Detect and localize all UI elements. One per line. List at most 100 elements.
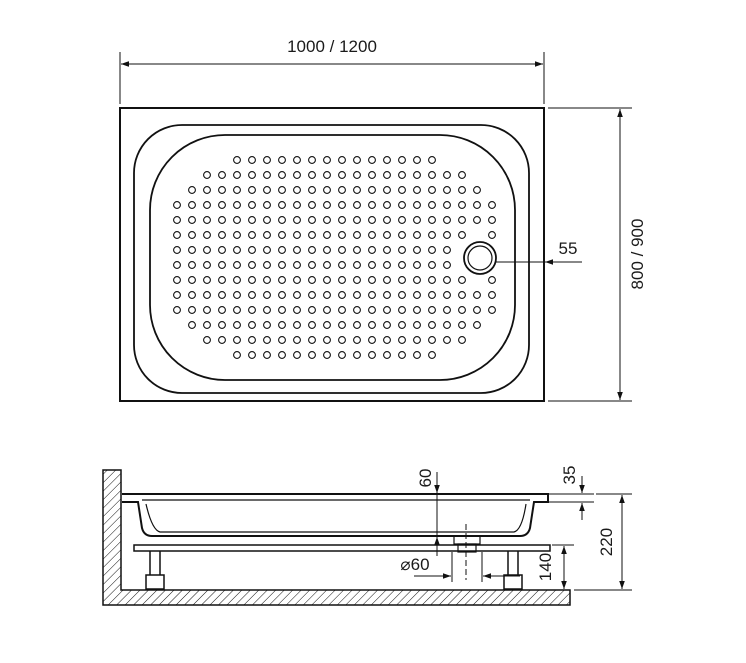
anti-slip-dot	[173, 306, 181, 314]
anti-slip-dot	[173, 246, 181, 254]
anti-slip-dot	[218, 276, 226, 284]
anti-slip-dot	[413, 171, 421, 179]
anti-slip-dot	[458, 336, 466, 344]
anti-slip-dot	[368, 261, 376, 269]
anti-slip-dot	[413, 216, 421, 224]
anti-slip-dot	[203, 261, 211, 269]
anti-slip-dot	[293, 276, 301, 284]
anti-slip-dot	[338, 291, 346, 299]
anti-slip-dot	[323, 276, 331, 284]
anti-slip-dot	[368, 186, 376, 194]
anti-slip-dot	[308, 336, 316, 344]
anti-slip-dot	[428, 216, 436, 224]
anti-slip-dot	[248, 336, 256, 344]
anti-slip-dot	[218, 216, 226, 224]
anti-slip-dot	[233, 156, 241, 164]
anti-slip-dot	[293, 351, 301, 359]
drain-offset-label: 55	[559, 239, 578, 258]
anti-slip-dot	[323, 306, 331, 314]
anti-slip-dot	[188, 201, 196, 209]
anti-slip-dot	[428, 231, 436, 239]
anti-slip-dot	[473, 201, 481, 209]
anti-slip-dot	[353, 201, 361, 209]
anti-slip-dot	[308, 246, 316, 254]
anti-slip-dot	[308, 261, 316, 269]
anti-slip-dot	[473, 321, 481, 329]
anti-slip-dot	[218, 261, 226, 269]
anti-slip-dot	[263, 231, 271, 239]
anti-slip-dot	[383, 171, 391, 179]
anti-slip-dot	[248, 201, 256, 209]
anti-slip-dot	[233, 246, 241, 254]
anti-slip-dot	[173, 276, 181, 284]
anti-slip-dot	[338, 321, 346, 329]
anti-slip-dot	[188, 306, 196, 314]
anti-slip-dot	[383, 276, 391, 284]
anti-slip-dot	[218, 186, 226, 194]
anti-slip-dot	[398, 261, 406, 269]
anti-slip-dot	[413, 246, 421, 254]
anti-slip-dot	[458, 171, 466, 179]
anti-slip-dot	[473, 186, 481, 194]
anti-slip-dot	[443, 216, 451, 224]
anti-slip-dot	[263, 201, 271, 209]
anti-slip-dot	[383, 231, 391, 239]
anti-slip-dot	[488, 231, 496, 239]
anti-slip-dot	[398, 171, 406, 179]
anti-slip-dot	[323, 201, 331, 209]
anti-slip-dot	[323, 291, 331, 299]
anti-slip-dot	[383, 201, 391, 209]
anti-slip-dot	[263, 246, 271, 254]
anti-slip-dot	[443, 186, 451, 194]
leg-height-dimension: 140	[536, 544, 574, 589]
anti-slip-dot	[368, 171, 376, 179]
anti-slip-dot	[368, 216, 376, 224]
tray-basin	[149, 134, 516, 381]
tray-inner-rim	[133, 124, 530, 394]
anti-slip-dot	[413, 231, 421, 239]
anti-slip-dot	[428, 351, 436, 359]
anti-slip-dot	[413, 351, 421, 359]
top-view: 1000 / 1200 800 / 900 55	[119, 37, 647, 402]
anti-slip-dot	[353, 351, 361, 359]
anti-slip-dot	[188, 186, 196, 194]
anti-slip-dot	[233, 216, 241, 224]
anti-slip-dot	[398, 246, 406, 254]
anti-slip-dot	[278, 246, 286, 254]
anti-slip-dot	[368, 291, 376, 299]
anti-slip-dot	[383, 336, 391, 344]
anti-slip-dot	[263, 336, 271, 344]
anti-slip-dot	[428, 276, 436, 284]
anti-slip-dot	[428, 201, 436, 209]
anti-slip-dot	[308, 276, 316, 284]
anti-slip-dot	[263, 171, 271, 179]
anti-slip-dot	[443, 306, 451, 314]
anti-slip-dot	[428, 291, 436, 299]
anti-slip-dot	[293, 216, 301, 224]
anti-slip-dot	[368, 246, 376, 254]
anti-slip-dot	[188, 321, 196, 329]
drain-top	[463, 241, 497, 275]
anti-slip-dot	[218, 306, 226, 314]
anti-slip-dot	[233, 336, 241, 344]
anti-slip-dot	[488, 306, 496, 314]
anti-slip-dot	[398, 201, 406, 209]
anti-slip-dot	[278, 336, 286, 344]
anti-slip-dot	[323, 171, 331, 179]
anti-slip-dot	[383, 246, 391, 254]
anti-slip-dot	[413, 336, 421, 344]
anti-slip-dot	[203, 276, 211, 284]
anti-slip-dot	[443, 201, 451, 209]
total-height-label: 220	[597, 528, 616, 556]
anti-slip-dot	[233, 321, 241, 329]
anti-slip-dot	[203, 336, 211, 344]
rim-height-label: 35	[560, 466, 579, 485]
tray-outline	[119, 107, 545, 402]
width-dimension: 1000 / 1200	[119, 37, 545, 104]
anti-slip-dot	[233, 276, 241, 284]
anti-slip-dot	[398, 306, 406, 314]
anti-slip-dot	[233, 201, 241, 209]
anti-slip-dot	[458, 306, 466, 314]
anti-slip-dot	[188, 216, 196, 224]
